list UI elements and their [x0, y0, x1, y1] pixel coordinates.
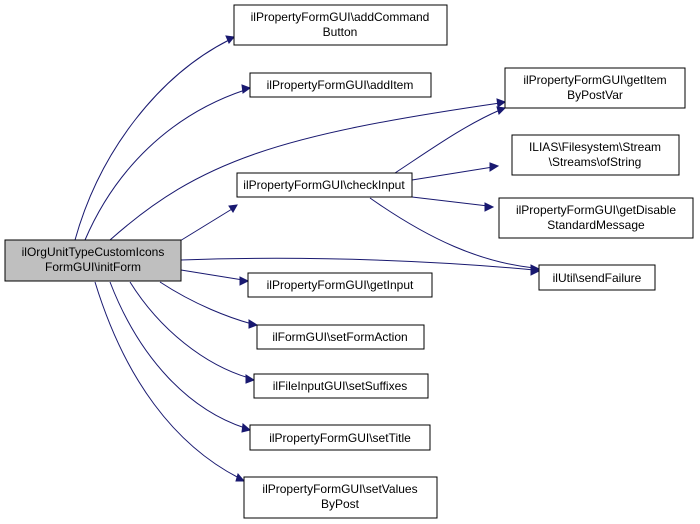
node-root-init-form[interactable]: ilOrgUnitTypeCustomIcons FormGUI\initFor…	[4, 239, 182, 282]
arrowhead	[248, 319, 259, 329]
edge-root-to-set-form-action	[159, 281, 253, 325]
nodes: ilOrgUnitTypeCustomIcons FormGUI\initFor…	[4, 4, 694, 519]
node-label-line2: FormGUI\initForm	[45, 260, 141, 274]
edge-root-to-get-item-by-post-var	[109, 102, 501, 241]
node-label-line2: ByPost	[321, 497, 360, 511]
node-label-line2: Button	[323, 25, 358, 39]
node-label: ilFileInputGUI\setSuffixes	[273, 379, 408, 393]
arrowhead	[239, 276, 250, 286]
edge-check-input-to-get-item-by-post-var	[394, 109, 501, 174]
node-label-line2: \Streams\ofString	[549, 155, 642, 169]
edges	[74, 35, 541, 482]
node-add-command-button[interactable]: ilPropertyFormGUI\addCommand Button	[233, 4, 448, 46]
node-set-values-by-post[interactable]: ilPropertyFormGUI\setValues ByPost	[243, 476, 438, 519]
edge-root-to-get-input	[180, 269, 244, 281]
arrowhead	[496, 98, 507, 108]
node-streams-of-string[interactable]: ILIAS\Filesystem\Stream \Streams\ofStrin…	[511, 134, 680, 176]
node-label-line1: ilPropertyFormGUI\setValues	[262, 482, 417, 496]
node-label: ilPropertyFormGUI\checkInput	[243, 178, 405, 192]
edge-root-to-set-title	[109, 281, 246, 429]
arrowhead	[241, 84, 252, 94]
node-label-line2: ByPostVar	[567, 88, 623, 102]
arrowhead	[530, 264, 541, 274]
edge-root-to-send-failure	[180, 257, 535, 271]
node-send-failure[interactable]: ilUtil\sendFailure	[538, 264, 656, 291]
arrowhead	[496, 106, 507, 115]
edge-root-to-set-values-by-post	[94, 281, 240, 479]
edge-root-to-add-command-button	[74, 39, 230, 241]
edge-root-to-check-input	[174, 208, 233, 245]
node-label: ilPropertyFormGUI\setTitle	[269, 431, 411, 445]
node-label-line2: StandardMessage	[547, 218, 645, 232]
arrowhead	[245, 374, 256, 384]
node-label-line1: ilPropertyFormGUI\getDisable	[516, 203, 676, 217]
node-set-form-action[interactable]: ilFormGUI\setFormAction	[256, 324, 425, 350]
node-label-line1: ilPropertyFormGUI\getItem	[523, 73, 666, 87]
node-get-item-by-post-var[interactable]: ilPropertyFormGUI\getItem ByPostVar	[504, 67, 686, 109]
node-label: ilUtil\sendFailure	[553, 271, 642, 285]
arrowhead	[241, 423, 252, 433]
node-label: ilPropertyFormGUI\getInput	[267, 278, 414, 292]
edge-root-to-set-suffixes	[129, 281, 250, 379]
node-set-title[interactable]: ilPropertyFormGUI\setTitle	[249, 424, 431, 451]
node-label-line1: ilOrgUnitTypeCustomIcons	[22, 245, 165, 259]
arrowhead	[489, 162, 500, 172]
node-set-suffixes[interactable]: ilFileInputGUI\setSuffixes	[253, 373, 429, 399]
edge-check-input-to-get-disable-standard-message	[411, 196, 489, 207]
arrowhead	[235, 472, 246, 482]
node-label-line1: ILIAS\Filesystem\Stream	[529, 140, 661, 154]
edge-check-input-to-streams-of-string	[411, 166, 494, 181]
node-get-input[interactable]: ilPropertyFormGUI\getInput	[247, 272, 433, 298]
arrowhead	[225, 35, 235, 44]
node-check-input[interactable]: ilPropertyFormGUI\checkInput	[236, 172, 413, 198]
arrowhead	[484, 202, 495, 212]
node-label: ilPropertyFormGUI\addItem	[267, 78, 414, 92]
node-add-item[interactable]: ilPropertyFormGUI\addItem	[249, 72, 432, 98]
node-get-disable-standard-message[interactable]: ilPropertyFormGUI\getDisable StandardMes…	[498, 197, 694, 239]
arrowhead	[228, 204, 238, 213]
edge-check-input-to-send-failure	[369, 197, 535, 269]
node-label: ilFormGUI\setFormAction	[272, 330, 407, 344]
edge-root-to-add-item	[84, 89, 246, 241]
node-label-line1: ilPropertyFormGUI\addCommand	[251, 10, 430, 24]
